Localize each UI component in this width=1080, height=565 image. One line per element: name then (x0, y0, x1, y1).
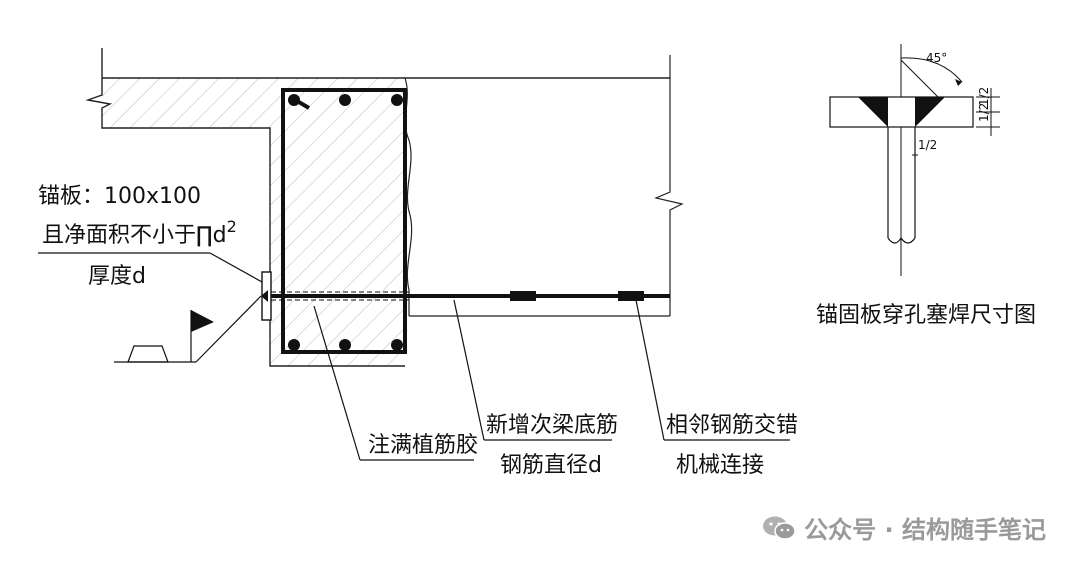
wechat-icon (763, 516, 796, 540)
label-weld-dim-top: 1/2 (977, 87, 991, 106)
leader-new-bar (453, 299, 485, 441)
mechanical-couplers (510, 291, 644, 301)
leader-anchor-plate-diag (209, 252, 263, 283)
label-adjacent-1: 相邻钢筋交错 (666, 413, 798, 438)
watermark-text: 公众号 · 结构随手笔记 (804, 516, 1046, 544)
label-anchor-plate-2-pi: ∏d (196, 223, 227, 248)
label-angle: 45° (926, 51, 947, 65)
label-weld-dim-bar: 1/2 (918, 138, 937, 152)
label-anchor-plate-2-prefix: 且净面积不小于 (42, 223, 196, 248)
label-detail-title: 锚固板穿孔塞焊尺寸图 (816, 303, 1036, 328)
drilled-hole (271, 291, 409, 301)
leader-glue (313, 305, 361, 461)
label-adjacent-2: 机械连接 (676, 453, 764, 478)
label-anchor-plate-1: 锚板：100x100 (38, 184, 201, 209)
label-weld-dim-mid: 1/2 (977, 103, 991, 122)
weld-symbol (114, 295, 262, 363)
label-anchor-plate-2-sup: 2 (227, 217, 237, 236)
rebar-dots (288, 94, 403, 351)
label-anchor-plate-3: 厚度d (88, 264, 146, 289)
plug-weld-detail (829, 44, 1000, 276)
watermark: 公众号 · 结构随手笔记 (762, 510, 1046, 545)
label-new-bar-1: 新增次梁底筋 (486, 413, 618, 438)
label-new-bar-2: 钢筋直径d (500, 453, 602, 478)
label-glue: 注满植筋胶 (368, 433, 478, 458)
new-secondary-beam (409, 55, 684, 317)
stirrup (281, 88, 407, 354)
label-anchor-plate-2: 且净面积不小于∏d2 (42, 217, 237, 248)
weld-arrow (261, 290, 268, 302)
leader-adjacent (635, 299, 665, 441)
